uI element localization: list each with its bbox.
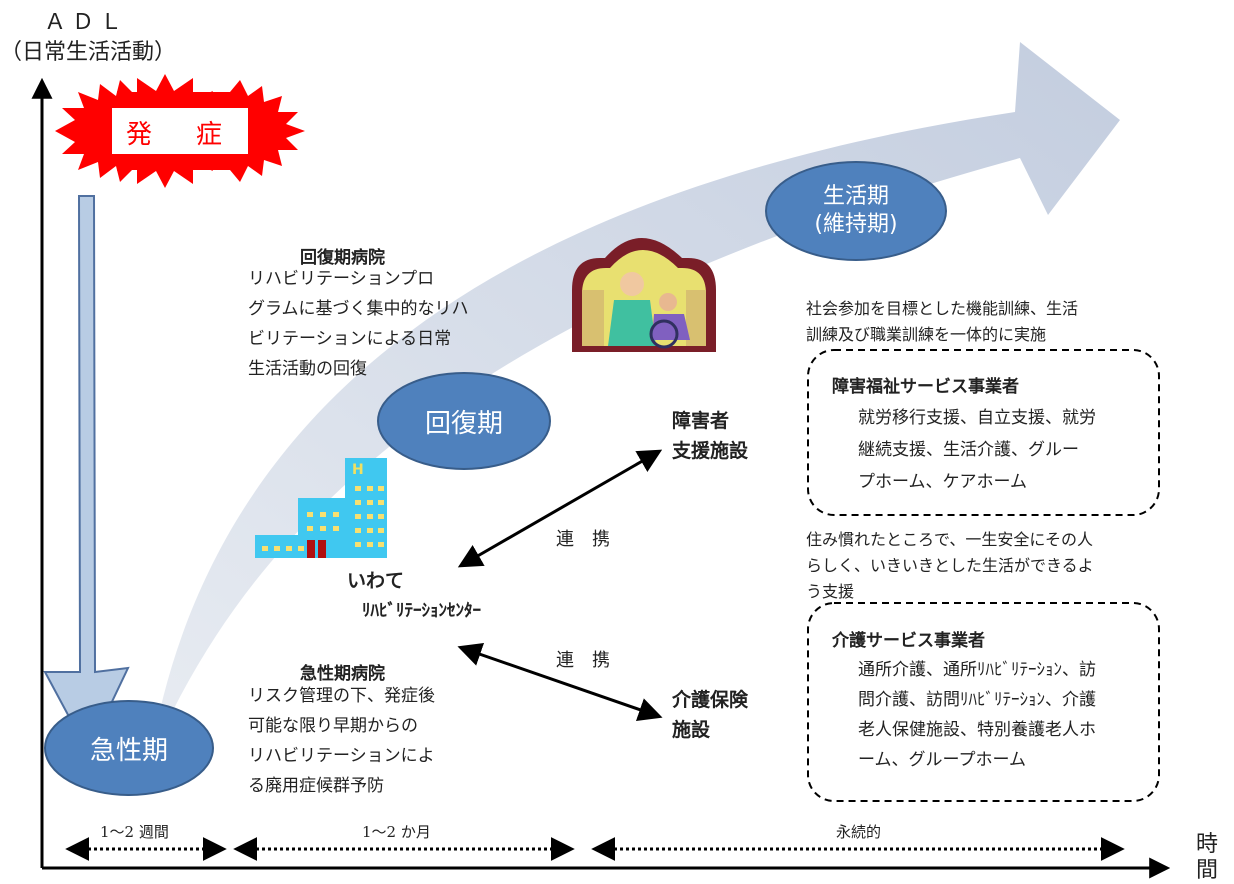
welfare-line: 就労移行支援、自立支援、就労 [858,408,1096,428]
care-box-desc: 通所介護、通所ﾘﾊﾋﾞﾘﾃｰｼｮﾝ、訪 問介護、訪問ﾘﾊﾋﾞﾘﾃｰｼｮﾝ、介護 … [858,655,1153,775]
kaifuku-line: グラムに基づく集中的なリハ [248,299,469,319]
shogai-line1: 障害者 [672,410,730,432]
community-desc-line: らしく、いきいきとした生活ができるよ [806,556,1094,575]
onset-label-bg [112,108,248,154]
down-arrow [43,195,130,755]
care-line: 問介護、訪問ﾘﾊﾋﾞﾘﾃｰｼｮﾝ、介護 [858,690,1096,710]
x-axis-title-line1: 時 [1196,832,1219,857]
phase-recovery-ellipse [377,372,551,470]
center-name-line2: ﾘﾊﾋﾞﾘﾃｰｼｮﾝｾﾝﾀｰ [362,601,481,621]
building-icon: H [255,458,387,558]
y-axis-title-line2: （日常生活活動） [0,40,177,65]
duration-label-1: 1～2 週間 [100,823,169,841]
life-desc-line: 社会参加を目標とした機能訓練、生活 [806,299,1079,318]
phase-life-label: 生活期 (維持期) [766,183,946,239]
kyusei-hospital-desc: リスク管理の下、発症後 可能な限り早期からの リハビリテーションによ る廃用症候… [248,681,478,801]
phase-life-line2: (維持期) [814,212,898,237]
welfare-line: 継続支援、生活介護、グルー [858,440,1079,460]
welfare-box-desc: 就労移行支援、自立支援、就労 継続支援、生活介護、グルー プホーム、ケアホーム [858,402,1153,498]
phase-life-ellipse [765,161,947,261]
kaifuku-line: ビリテーションによる日常 [248,329,452,349]
welfare-box-title: 障害福祉サービス事業者 [832,377,1019,397]
kyusei-line: る廃用症候群予防 [248,776,384,796]
center-name-line1: いわて [347,570,405,592]
community-desc: 住み慣れたところで、一生安全にその人 らしく、いきいきとした生活ができるよ う支… [806,527,1226,601]
community-desc-line: う支援 [806,582,855,601]
kyusei-line: 可能な限り早期からの [248,716,418,736]
kyusei-line: リスク管理の下、発症後 [248,686,435,706]
life-desc-line: 訓練及び職業訓練を一体的に実施 [806,325,1047,344]
welfare-box-border [807,349,1160,516]
kyusei-hospital-title: 急性期病院 [300,664,385,684]
care-box-border [807,602,1160,802]
renkei-label-bottom: 連 携 [556,650,610,671]
welfare-line: プホーム、ケアホーム [858,472,1027,492]
kaigo-line2: 施設 [672,719,711,741]
kaifuku-hospital-desc: リハビリテーションプロ グラムに基づく集中的なリハ ビリテーションによる日常 生… [248,264,498,384]
life-phase-desc: 社会参加を目標とした機能訓練、生活 訓練及び職業訓練を一体的に実施 [806,296,1226,348]
link-arrow-kaigo [457,642,663,722]
kyusei-line: リハビリテーションによ [248,746,435,766]
kaigo-facility-label: 介護保険 施設 [672,685,748,745]
care-line: ーム、グループホーム [858,750,1026,770]
renkei-label-top: 連 携 [556,529,610,550]
kaigo-line1: 介護保険 [672,689,749,711]
phase-acute-label: 急性期 [89,736,168,766]
svg-text:H: H [352,462,364,478]
kaifuku-hospital-title: 回復期病院 [300,248,385,268]
y-axis-title-line1: ＡＤＬ [44,10,129,35]
x-axis-title-line2: 間 [1196,858,1219,883]
shogai-facility-label: 障害者 支援施設 [672,406,748,466]
duration-label-2: 1～2 か月 [362,823,431,841]
care-box-title: 介護サービス事業者 [832,631,985,651]
care-line: 通所介護、通所ﾘﾊﾋﾞﾘﾃｰｼｮﾝ、訪 [858,660,1096,680]
kaifuku-line: 生活活動の回復 [248,359,367,379]
caregiver-wheelchair-icon [572,238,716,352]
care-line: 老人保健施設、特別養護老人ホ [858,720,1096,740]
community-desc-line: 住み慣れたところで、一生安全にその人 [806,530,1094,549]
onset-label-1: 発 [126,120,153,150]
onset-label-2: 症 [196,120,223,150]
duration-label-3: 永続的 [836,823,882,841]
link-arrow-shogai [457,449,663,568]
phase-life-line1: 生活期 [822,184,889,209]
shogai-line2: 支援施設 [672,440,749,462]
phase-recovery-label: 回復期 [424,409,503,439]
kaifuku-line: リハビリテーションプロ [248,269,435,289]
phase-acute-ellipse [44,700,214,796]
recovery-progress-arrow [150,42,1120,760]
